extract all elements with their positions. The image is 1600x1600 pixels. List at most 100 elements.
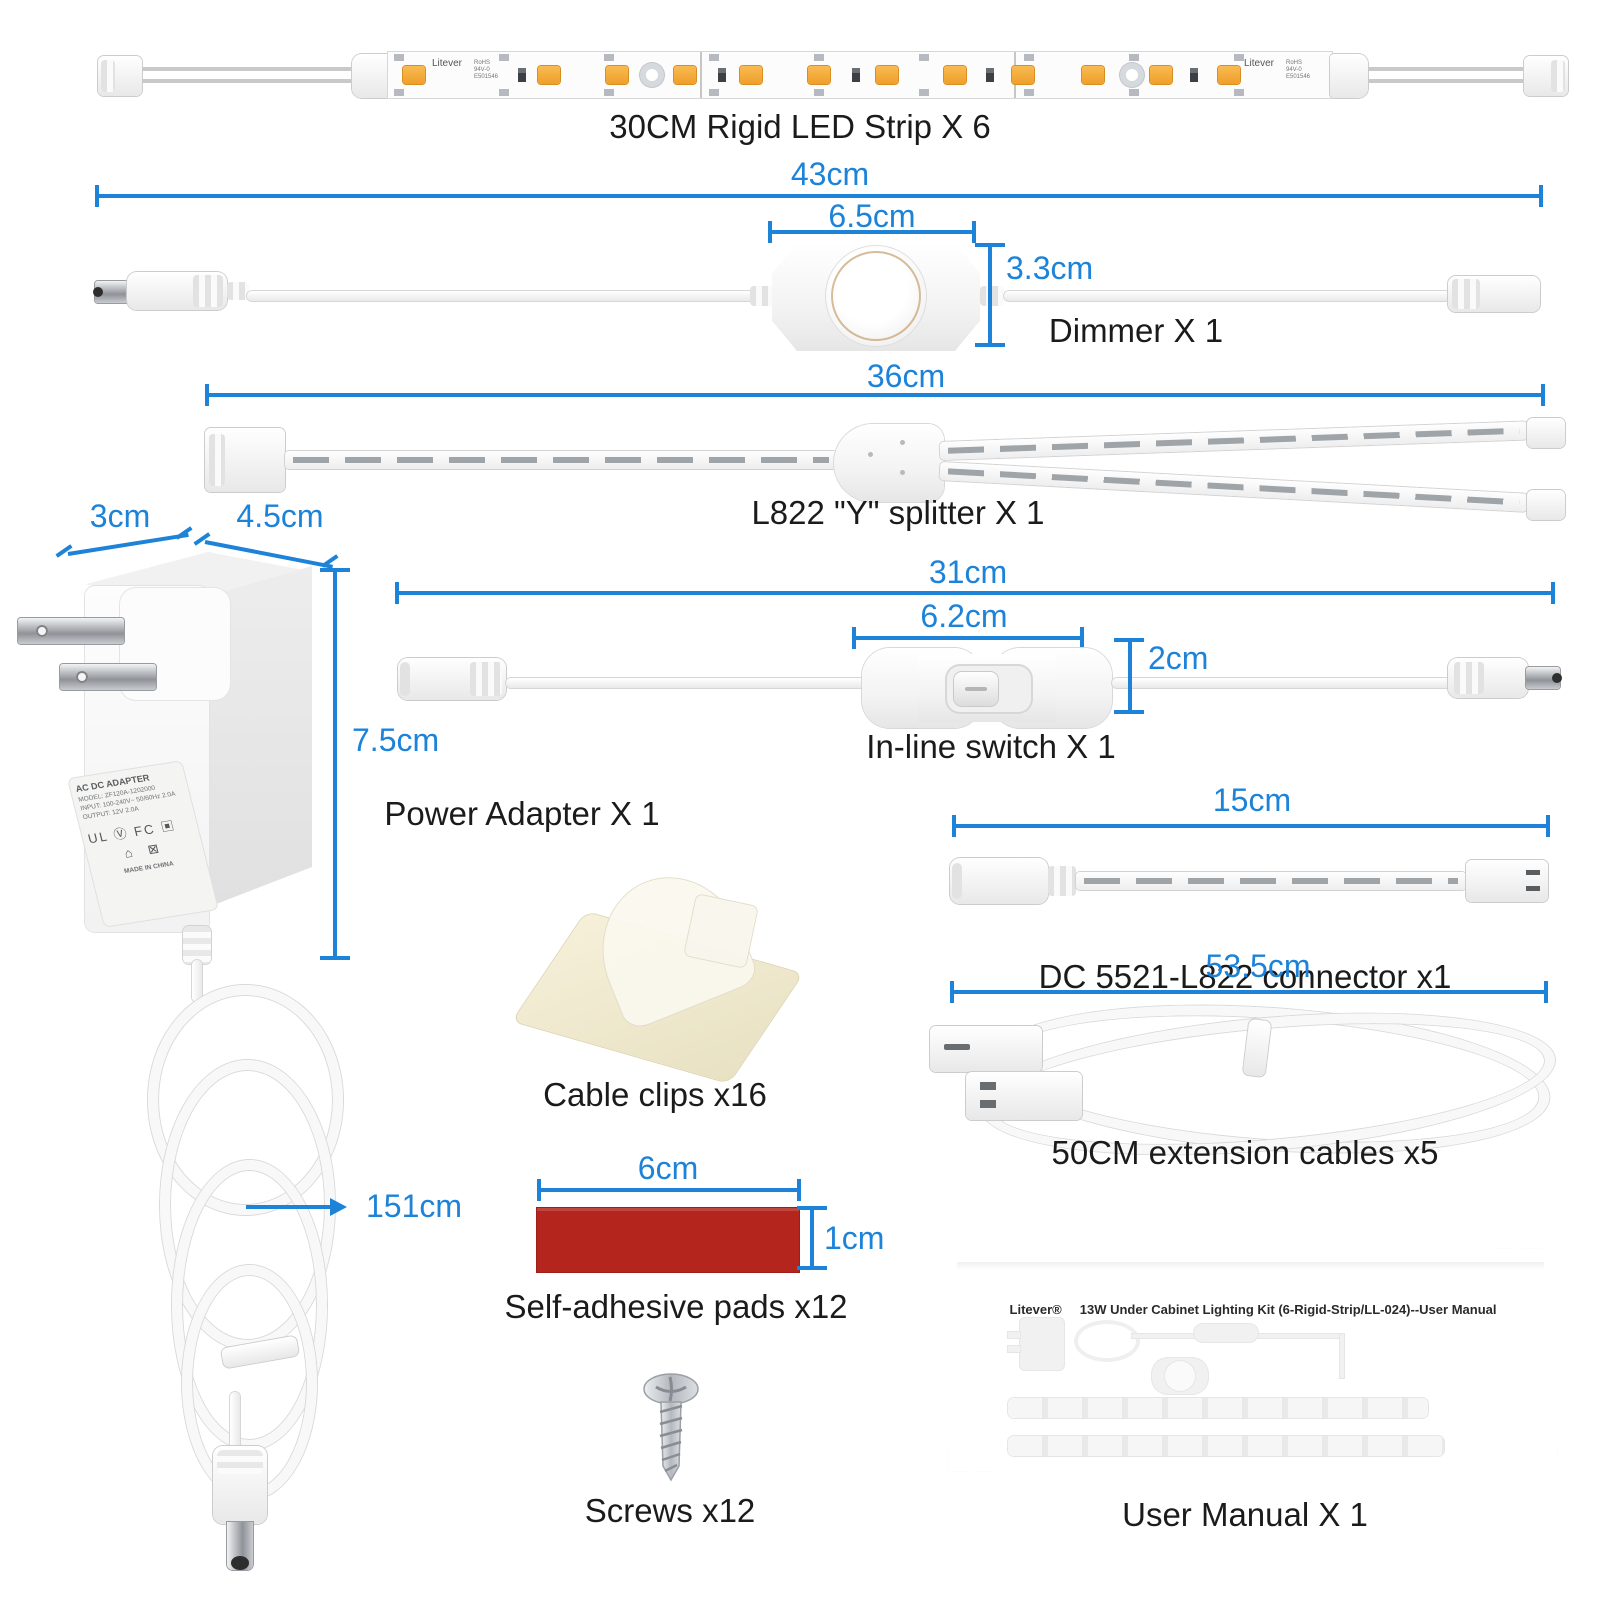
- dim-line-43cm: [95, 194, 1543, 198]
- dim-line-36cm: [205, 393, 1545, 397]
- solder-pads-bottom: [394, 89, 1326, 96]
- tick: [395, 582, 399, 604]
- dc-connector-label: DC 5521-L822 connector x1: [1038, 958, 1452, 995]
- strain-relief: [227, 282, 249, 300]
- dim-line-3cm: [67, 532, 189, 556]
- l822-connector: [205, 428, 285, 492]
- mounting-hole: [640, 63, 664, 87]
- dc-plug-tip: [1526, 667, 1562, 689]
- dim-2cm: 2cm: [1148, 640, 1209, 676]
- manual-figure-strip: [1008, 1398, 1428, 1418]
- led-chip: [538, 66, 560, 84]
- dim-6-2cm: 6.2cm: [920, 598, 1008, 634]
- connector-ribs: [1551, 60, 1565, 92]
- manual-figure-prong: [1008, 1346, 1020, 1352]
- tick: [797, 1206, 827, 1210]
- strip-end-cap-right: [1330, 54, 1368, 98]
- strain-relief: [1048, 866, 1076, 896]
- tick: [320, 568, 350, 572]
- led-chip: [674, 66, 696, 84]
- dim-3-3cm: 3.3cm: [1006, 250, 1094, 286]
- led-strip-pcb: Litever RoHS 94V-0 E501546 Litever RoHS …: [388, 52, 1332, 98]
- dimmer-label: Dimmer X 1: [1048, 312, 1224, 349]
- dim-1cm: 1cm: [824, 1220, 885, 1256]
- strip-connector-left: [98, 56, 142, 96]
- manual-figure-strip: [1008, 1436, 1444, 1456]
- led-chip: [403, 66, 425, 84]
- ribbon-cable: [1076, 872, 1466, 890]
- dc-jack-female: [1448, 276, 1540, 312]
- dim-line-15cm: [952, 824, 1550, 828]
- dim-line-6-2cm: [852, 636, 1084, 640]
- tick: [972, 221, 976, 243]
- clip-tab: [684, 894, 758, 968]
- strip-connector-right: [1524, 56, 1568, 96]
- manual-figure-adapter: [1020, 1318, 1064, 1370]
- cable-clips-label: Cable clips x16: [543, 1076, 767, 1113]
- dc-jack-female: [950, 858, 1048, 904]
- power-adapter-label: Power Adapter X 1: [384, 795, 660, 832]
- extension-cables-label: 50CM extension cables x5: [1051, 1134, 1439, 1171]
- manual-brand: Litever®: [1009, 1302, 1062, 1317]
- resistor-chip: [852, 68, 860, 82]
- manual-figure-wire: [1340, 1334, 1344, 1378]
- tick: [852, 627, 856, 649]
- plug-ribs: [193, 275, 223, 307]
- tick: [95, 185, 99, 207]
- adhesive-pads-label: Self-adhesive pads x12: [504, 1288, 848, 1325]
- dim-line-151cm: [246, 1205, 332, 1209]
- strip-end-cap-left: [352, 54, 390, 98]
- strip-label: 30CM Rigid LED Strip X 6: [609, 108, 991, 145]
- screw-photo: [636, 1372, 706, 1484]
- l822-connector: [1466, 860, 1548, 902]
- arrow-right-icon: [330, 1198, 347, 1216]
- tick: [1551, 582, 1555, 604]
- tick: [205, 384, 209, 406]
- l822-branch-connector: [1527, 490, 1565, 520]
- dim-line-7-5cm: [333, 570, 337, 960]
- plug-prong: [18, 618, 124, 644]
- dim-43cm: 43cm: [790, 156, 870, 192]
- dim-31cm: 31cm: [928, 554, 1008, 590]
- l822-branch-connector: [1527, 418, 1565, 448]
- dc-plug-tip: [93, 281, 129, 303]
- dim-line-1cm: [810, 1208, 814, 1270]
- led-chip: [808, 66, 830, 84]
- tick: [1539, 185, 1543, 207]
- tick: [975, 343, 1005, 347]
- dc-plug-tip-hole: [231, 1556, 249, 1570]
- dim-line-53-5cm: [950, 990, 1548, 994]
- led-chip: [1012, 66, 1034, 84]
- tick: [1541, 384, 1545, 406]
- solder-pads-top: [394, 54, 1326, 61]
- tick: [1114, 638, 1144, 642]
- cable-right: [1112, 678, 1452, 688]
- led-chip: [740, 66, 762, 84]
- ribbon-cable: [285, 451, 837, 469]
- strip-cert-print: RoHS 94V-0 E501546: [1286, 60, 1311, 80]
- adhesive-pad-photo: [537, 1208, 799, 1272]
- cord: [192, 960, 202, 1002]
- manual-figure-prong: [1008, 1332, 1020, 1338]
- led-chip: [606, 66, 628, 84]
- rocker-switch[interactable]: [947, 666, 1031, 712]
- strip-brand-print: Litever: [432, 58, 463, 69]
- tick: [797, 1266, 827, 1270]
- dim-151cm: 151cm: [366, 1188, 463, 1224]
- y-junction-body: [834, 424, 944, 502]
- inline-switch-label: In-line switch X 1: [866, 728, 1116, 765]
- dim-15cm: 15cm: [1212, 782, 1292, 818]
- tick: [1546, 815, 1550, 837]
- dimmer-knob[interactable]: [826, 246, 926, 346]
- resistor-chip: [718, 68, 726, 82]
- tick: [975, 243, 1005, 247]
- tick: [1114, 710, 1144, 714]
- manual-figure-switch: [1194, 1324, 1258, 1342]
- dim-line-2cm: [1128, 640, 1132, 714]
- led-chip: [1082, 66, 1104, 84]
- dim-36cm: 36cm: [866, 358, 946, 394]
- mounting-hole: [1120, 63, 1144, 87]
- cable-left: [247, 291, 755, 301]
- strain-relief: [980, 286, 1004, 306]
